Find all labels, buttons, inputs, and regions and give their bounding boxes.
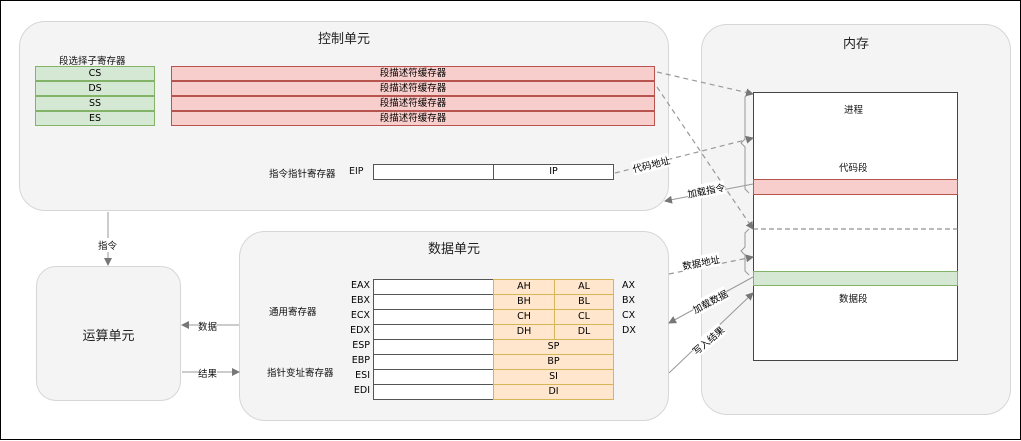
segment-register-ss: SS [35, 96, 155, 111]
alu-panel: 运算单元 [36, 266, 181, 401]
process-brace [740, 92, 750, 194]
cx-label: CX [622, 310, 636, 321]
edi-label: EDI [353, 385, 370, 396]
ip-cell: IP [493, 164, 614, 180]
ebx-label: EBX [350, 295, 370, 306]
process-label: 进程 [844, 105, 864, 116]
segment-register-cs: CS [35, 66, 155, 81]
bx-label: BX [622, 295, 636, 306]
descriptor-cache-cs: 段描述符缓存器 [171, 66, 655, 81]
result-edge-label: 结果 [198, 366, 218, 380]
code-segment-block [753, 179, 958, 195]
descriptor-cache-ds: 段描述符缓存器 [171, 81, 655, 96]
edx-label: EDX [350, 325, 370, 336]
ebp-label: EBP [351, 355, 370, 366]
descriptor-cache-ss: 段描述符缓存器 [171, 96, 655, 111]
ax-label: AX [622, 280, 636, 291]
data-segment-block [753, 271, 958, 286]
data-edge-label: 数据 [198, 319, 218, 333]
cs-to-process-arrow [656, 71, 754, 97]
data-segment-label: 数据段 [839, 294, 868, 305]
ds-to-data-arrow [656, 86, 754, 230]
control-unit-title: 控制单元 [317, 32, 370, 47]
pointer-registers-label: 指针变址寄存器 [267, 368, 334, 379]
memory-title: 内存 [842, 37, 869, 52]
data-unit-title: 数据单元 [427, 242, 480, 257]
segment-selector-header: 段选择子寄存器 [59, 56, 126, 67]
ecx-label: ECX [350, 310, 370, 321]
descriptor-cache-es: 段描述符缓存器 [171, 111, 655, 126]
instruction-edge-label: 指令 [98, 238, 118, 252]
alu-title: 运算单元 [82, 329, 135, 344]
data-brace [740, 228, 750, 276]
eax-label: EAX [350, 280, 370, 291]
eip-label: EIP [349, 166, 364, 177]
segment-register-es: ES [35, 111, 155, 126]
esp-label: ESP [352, 340, 370, 351]
di-cell: DI [493, 384, 614, 400]
dx-label: DX [622, 325, 636, 336]
code-segment-label: 代码段 [839, 163, 868, 174]
ip-register-label: 指令指针寄存器 [269, 169, 336, 180]
general-registers-label: 通用寄存器 [269, 307, 317, 318]
esi-label: ESI [355, 370, 370, 381]
segment-register-ds: DS [35, 81, 155, 96]
code-address-arrow [614, 135, 754, 174]
process-box [753, 92, 958, 361]
